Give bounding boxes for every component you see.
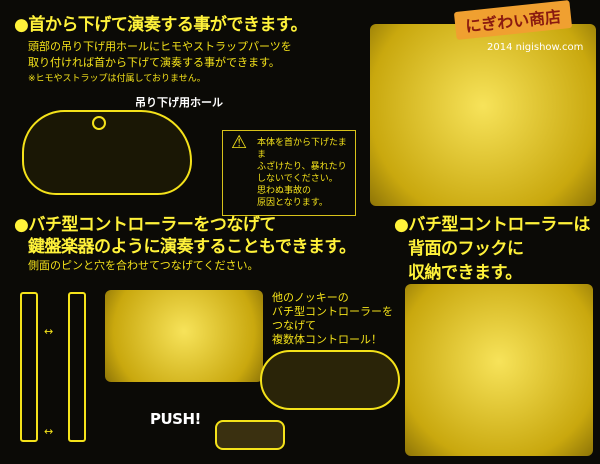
section1-line: 取り付ければ首から下げて演奏する事ができます。 <box>28 56 280 69</box>
photo-back-hook <box>405 284 593 456</box>
warning-line: 原因となります。 <box>257 198 328 208</box>
arrow-icon: ↔ <box>44 425 54 438</box>
section2-title: ●バチ型コントローラーをつなげて <box>14 215 276 235</box>
section1-note: ※ヒモやストラップは付属しておりません。 <box>28 74 206 84</box>
warning-line: しないでください。 <box>257 174 338 184</box>
section2-sub: 側面のピンと穴を合わせてつなげてください。 <box>28 259 259 272</box>
push-label: PUSH! <box>150 410 201 428</box>
hole-label: 吊り下げ用ホール <box>135 96 223 109</box>
callout-line: 他のノッキーの <box>272 291 349 304</box>
multiple-noquies-illustration <box>260 350 400 410</box>
controllers-illustration <box>215 420 285 450</box>
head-illustration <box>22 110 192 195</box>
credit: 2014 nigishow.com <box>487 42 584 53</box>
section3-title: 背面のフックに <box>408 239 524 259</box>
section1-title: ●首から下げて演奏する事ができます。 <box>14 15 308 35</box>
photo-worn-on-neck <box>370 24 596 206</box>
callout: 他のノッキーの バチ型コントローラーを つなげて 複数体コントロール！ <box>272 291 393 347</box>
photo-hand-controller <box>105 290 263 382</box>
controller-illustration <box>68 292 86 442</box>
callout-line: バチ型コントローラーを <box>272 305 393 318</box>
callout-line: 複数体コントロール！ <box>272 333 382 346</box>
warning-line: 思わぬ事故の <box>257 186 312 196</box>
arrow-icon: ↔ <box>44 325 54 338</box>
callout-line: つなげて <box>272 319 316 332</box>
warning-icon: ⚠ <box>231 132 248 153</box>
section3-title: 収納できます。 <box>408 263 522 283</box>
warning-box: ⚠ 本体を首から下げたまま ふざけたり、暴れたり しないでください。 思わぬ事故… <box>222 130 356 216</box>
controller-illustration <box>20 292 38 442</box>
warning-line: 本体を首から下げたまま <box>257 138 347 160</box>
warning-line: ふざけたり、暴れたり <box>257 162 347 172</box>
hanging-hole-icon <box>92 116 106 130</box>
section2-title: 鍵盤楽器のように演奏することもできます。 <box>28 237 356 257</box>
section3-title: ●バチ型コントローラーは <box>394 215 590 235</box>
section1-line: 頭部の吊り下げ用ホールにヒモやストラップパーツを <box>28 40 292 53</box>
